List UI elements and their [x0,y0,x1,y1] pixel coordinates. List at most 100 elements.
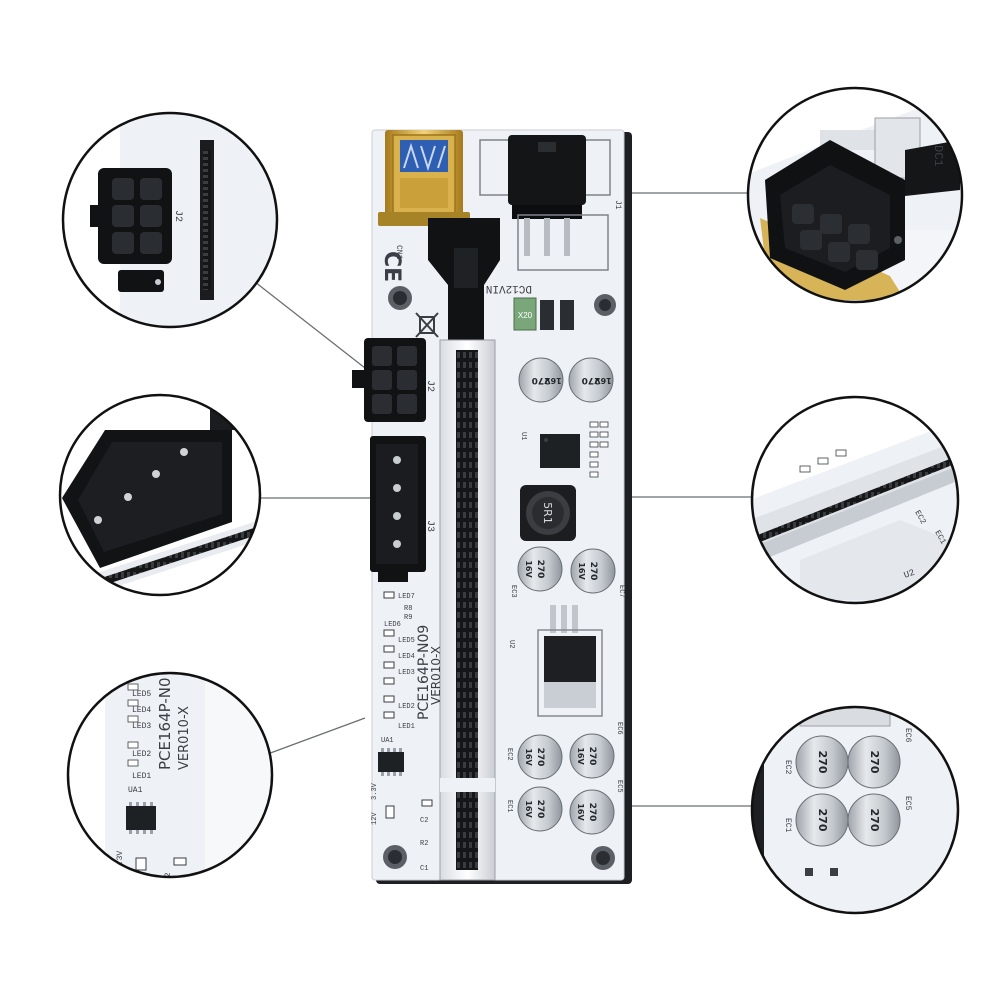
callout-pcie-slot: U2 EC2 EC1 [750,395,960,605]
sata-power-connector [479,135,611,271]
mounting-hole-bottom-left [383,845,407,869]
callout-r2-label: R2 [164,872,173,882]
ec5-label: EC5 [615,780,623,793]
rail-12v-label: 12V [371,812,379,825]
mounting-hole-right [594,294,616,316]
ec6-label: EC6 [615,722,623,735]
callout-capacitors: 270 270 270 270 EC6 EC2 EC1 EC5 [750,705,960,915]
u2-label: U2 [507,640,515,648]
cap-ec4-voltage: 16V [544,376,562,385]
callout-ua1-chip [126,802,156,834]
c2-label: C2 [420,817,428,825]
cap-ec2-voltage: 16V [524,748,533,766]
led4-label: LED4 [398,653,415,661]
version-label: VER010-X [429,646,443,705]
r9-label: R9 [404,614,412,622]
callout-j2-label: J2 [172,210,183,222]
model-label: PCE164P-N09 [416,625,432,720]
led5-label: LED5 [398,637,415,645]
ec1-label: EC1 [505,800,513,813]
u2-regulator [537,605,603,717]
capacitor-ec8: 270 16V [568,357,614,403]
capacitor-ec3: 270 16V [517,546,563,592]
callout-u2-label: U2 [903,568,917,581]
capacitor-ec2: 270 16V [517,734,563,780]
r8-label: R8 [404,605,412,613]
led2-label: LED2 [398,703,415,711]
callout-cap-bl-value: 270 [816,809,829,832]
diode-d3 [540,300,554,330]
led6-label: LED6 [384,621,401,629]
ua1-label: UA1 [381,737,394,745]
cap-ec2-value: 270 [535,748,545,767]
led3-label: LED3 [398,669,415,677]
led1-label: LED1 [398,723,415,731]
cap-ec8-voltage: 16V [594,376,612,385]
cap-ec4-value: 270 [532,375,551,385]
callout-cap-tl: 270 [795,735,849,789]
cap-ec5-voltage: 16V [576,803,585,821]
ec7-label: EC7 [617,585,625,598]
dc-input-label: DC12VIN [486,282,532,294]
usb-label: CN1 [394,245,403,260]
callout-version-label: VER010-X [177,706,192,770]
j3-label: J3 [424,520,435,532]
callout-ec2b-label: EC2 [783,760,792,775]
callout-3v3-label: 3.3V [116,851,125,870]
cap-ec8-value: 270 [582,375,601,385]
mounting-hole-top [388,286,412,310]
capacitor-ec6: 270 16V [569,733,615,779]
r2-label: R2 [420,840,428,848]
ce-mark: CE [379,251,404,282]
j2-label: J2 [424,380,435,392]
capacitor-ec1: 270 16V [517,786,563,832]
cap-ec1-voltage: 16V [524,800,533,818]
ua1-chip [378,748,404,776]
callout-led5-label: LED5 [132,690,151,699]
callout-led1-label: LED1 [132,772,151,781]
riser-board: CN1 CE DC1 [352,129,632,884]
cap-ec7-value: 270 [588,562,598,581]
callout-ec5-label: EC5 [903,796,912,811]
callout-cap-tr: 270 [847,735,901,789]
cap-ec5-value: 270 [587,803,597,822]
callout-cap-br-value: 270 [868,809,881,832]
u1-label: U1 [519,432,527,440]
inductor-code: 5R1 [541,502,554,524]
cap-ec6-value: 270 [587,747,597,766]
c1-label: C1 [420,865,428,873]
capacitor-ec7: 270 16V [570,548,616,594]
mounting-hole-bottom-right [591,846,615,870]
callout-led4-label: LED4 [132,706,151,715]
molex-connector [370,436,426,582]
callout-sata-power: DC1 [746,86,964,304]
six-pin-connector [352,338,426,422]
callout-led-label: LED5 LED4 LED3 LED2 LED1 PCE164P-N0 VER0… [66,671,274,882]
capacitor-ec5: 270 16V [569,789,615,835]
capacitor-ec4: 270 16V [518,357,564,403]
diode-d4 [560,300,574,330]
pcie-slot [428,218,500,881]
usb-port [378,130,470,226]
cap-ec3-voltage: 16V [524,560,533,578]
fuse: X20 [513,297,537,331]
callout-cap-bl: 270 [795,793,849,847]
callout-molex [58,393,262,597]
callout-ec1b-label: EC1 [783,818,792,833]
callout-cap-br: 270 [847,793,901,847]
callout-six-pin: J2 [61,111,279,329]
ec2-label: EC2 [505,748,513,761]
j1-label: J1 [613,200,622,210]
rail-3v3-label: 3.3V [371,782,379,800]
status-leds [383,591,395,719]
ec3-label: EC3 [509,585,517,598]
callout-led3-label: LED3 [132,722,151,731]
callout-ec6-label: EC6 [903,728,912,743]
fuse-code: X20 [518,311,533,320]
smd-resistor-column [589,421,609,478]
callout-cap-tr-value: 270 [868,751,881,774]
inductor: 5R1 [520,485,576,541]
callout-ua1-label: UA1 [128,786,143,795]
cap-ec3-value: 270 [535,560,545,579]
